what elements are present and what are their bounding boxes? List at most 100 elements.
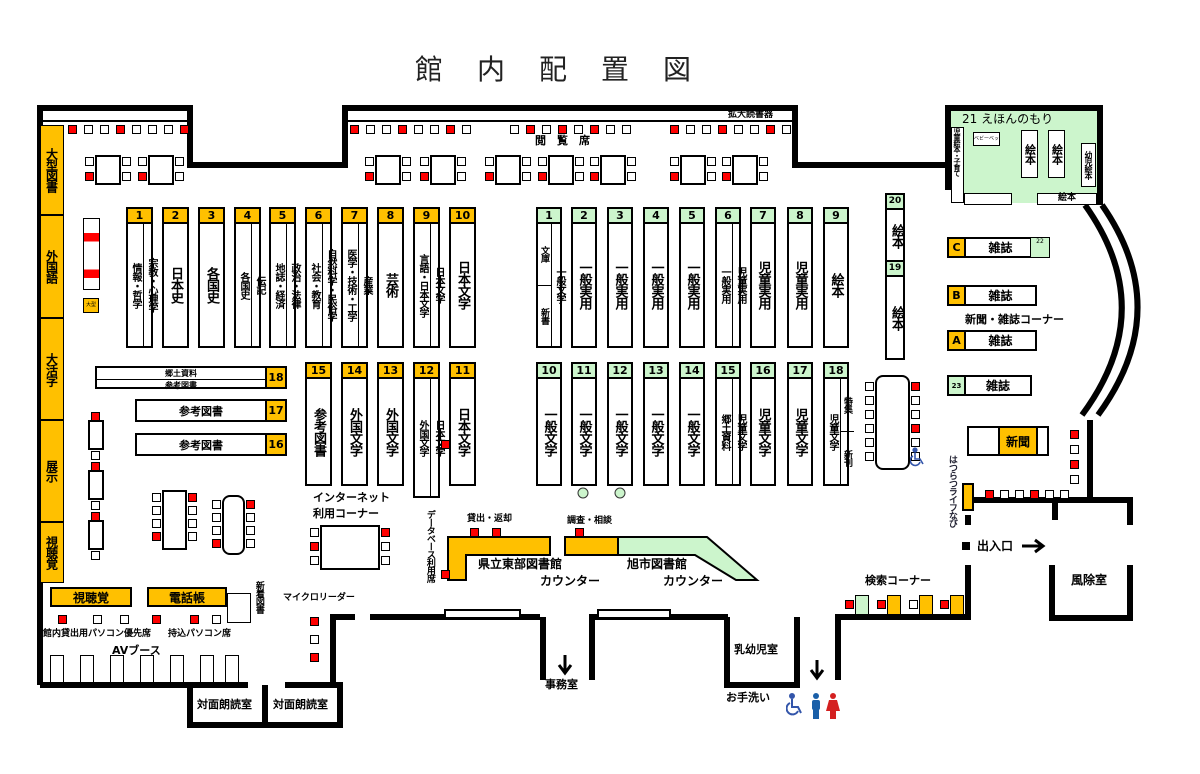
shelf-labels: 絵本 [887, 277, 904, 358]
chair [865, 452, 874, 461]
chair [68, 125, 77, 134]
chair [441, 440, 450, 449]
shelf-category: 一般文学 [648, 407, 664, 456]
chair [865, 424, 874, 433]
city-library-counter [617, 536, 760, 581]
toddler-shelf: 幼児絵本 [1081, 143, 1096, 187]
chair [622, 125, 631, 134]
chair [175, 172, 184, 181]
shelf-number: 7 [343, 209, 366, 224]
left-wall-section: 外国語 [40, 215, 64, 318]
chair [152, 493, 161, 502]
chair [100, 125, 109, 134]
shelf-category: 参考図書 [97, 379, 265, 391]
chair [398, 125, 407, 134]
chair [188, 532, 197, 541]
shelf-category: 産業 [361, 276, 372, 294]
shelf-category: 一般文学 [684, 407, 700, 456]
shelf-column: 児童文学 [825, 379, 840, 484]
chair [402, 172, 411, 181]
chair [526, 125, 535, 134]
ehon-low-shelf [964, 193, 1012, 205]
shelf-column: 情報・哲学 [128, 224, 143, 346]
magazine-shelf-key: A [949, 332, 966, 349]
shelf-column: 一般実用 [717, 224, 732, 346]
shelf-category: 一般実用 [648, 261, 664, 309]
chair [865, 396, 874, 405]
pref-library-counter [447, 536, 551, 581]
shelf-labels: 絵本 [825, 224, 847, 346]
shelf-labels: 医学・技術・工学産業 [343, 224, 372, 346]
shelf-labels: 児童文学 [752, 379, 774, 484]
wheelchair-icon [786, 693, 802, 716]
shelf-labels: 一般実用 [609, 224, 631, 346]
reading-table [88, 420, 104, 450]
shelf-labels: 一般文学 [681, 379, 703, 484]
shelf-labels: 各国史 [200, 224, 223, 346]
shelf-category: 言語・日本文学 [417, 253, 428, 317]
micro-reader-label: マイクロリーダー [283, 593, 355, 603]
magazine-shelf-key: B [949, 287, 966, 304]
bookshelf: 13 一般文学 [643, 362, 669, 486]
shelf-column: 政治・法律 [286, 224, 302, 346]
chair [152, 506, 161, 515]
chair [542, 125, 551, 134]
shelf-column: 日本文学 [451, 379, 474, 484]
shelf-number: 8 [379, 209, 402, 224]
newspaper-rack: 新聞 [998, 426, 1038, 456]
chair [310, 617, 319, 626]
shelf-number: 10 [538, 364, 560, 379]
shelf-category: 文庫 [539, 246, 549, 263]
chair [702, 125, 711, 134]
chair [782, 125, 791, 134]
shelf-number: 7 [752, 209, 774, 224]
shelf-number: 13 [645, 364, 667, 379]
shelf-labels: 外国文学 [379, 379, 402, 484]
reading-table [320, 525, 380, 570]
shelf-category: 各国史 [204, 267, 219, 303]
new-books-label: 新着図書 [253, 581, 264, 613]
shelf-category: 参考図書 [311, 407, 326, 456]
reading-table [732, 155, 758, 185]
chair [152, 519, 161, 528]
chair [310, 635, 319, 644]
chair [845, 600, 854, 609]
chair [138, 157, 147, 166]
chair [558, 125, 567, 134]
marker-circle [577, 487, 589, 499]
shelf-category: 外国文学 [347, 407, 362, 456]
chair [420, 172, 429, 181]
chair [414, 125, 423, 134]
chair [1030, 490, 1039, 499]
chair [310, 528, 319, 537]
newspaper-magazine-corner-label: 新聞・雑誌コーナー [965, 313, 1064, 326]
shelf-column: 産業 [358, 224, 374, 346]
shelf-column: 各国史 [236, 224, 251, 346]
shelf-labels: 社会・教育自然科学・民俗学 [307, 224, 336, 346]
shelf-column: 医学・技術・工学 [343, 224, 358, 346]
chair [911, 382, 920, 391]
shelf-category: 参考図書 [179, 438, 223, 452]
chair [670, 157, 679, 166]
chair [246, 513, 255, 522]
shelf-labels: 一般実用 [681, 224, 703, 346]
chair [91, 462, 100, 471]
chair [402, 157, 411, 166]
shelf-labels: 絵本 [887, 210, 904, 261]
chair [575, 157, 584, 166]
chair [58, 615, 67, 624]
